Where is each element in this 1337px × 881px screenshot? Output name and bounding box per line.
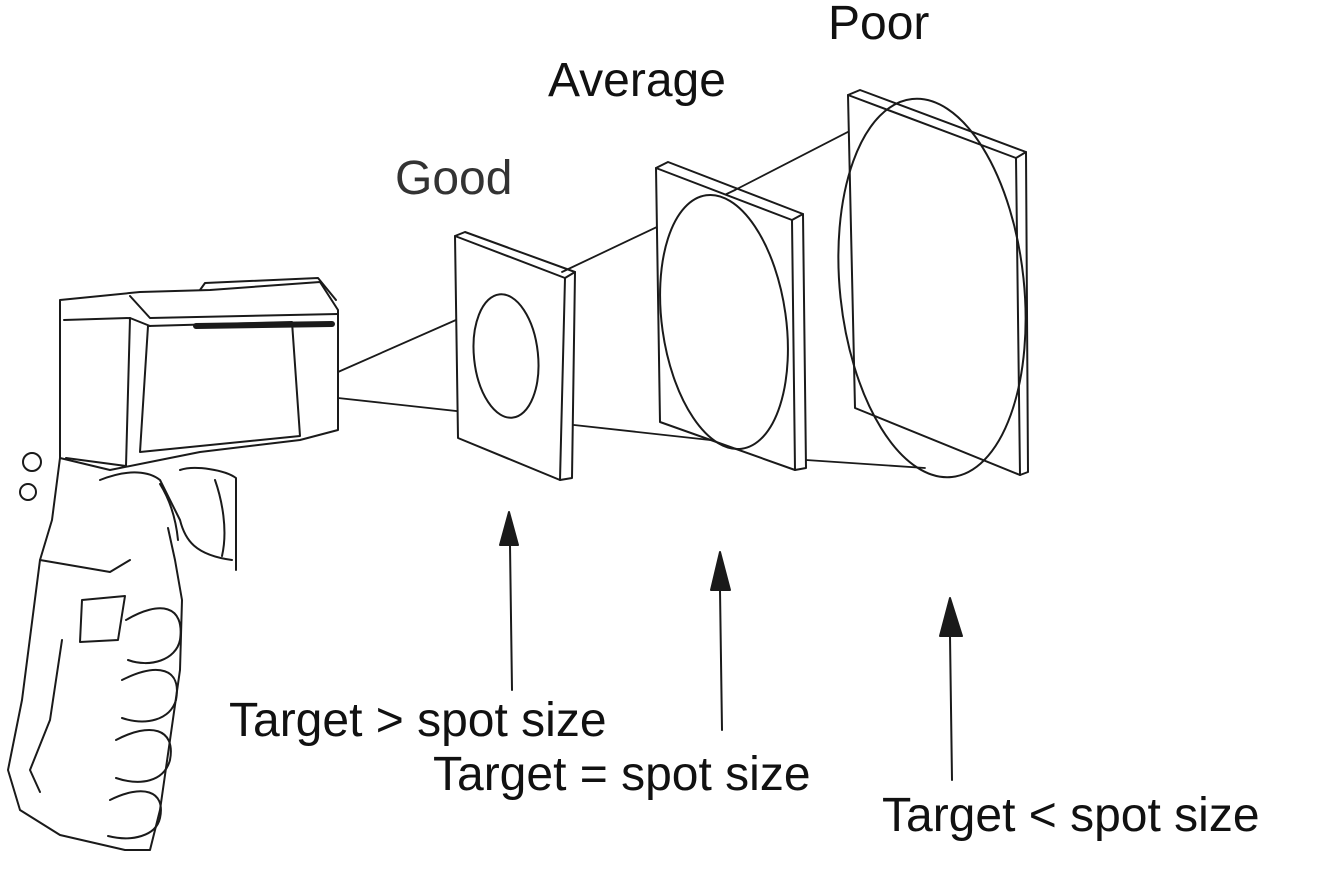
arrow-up-icon	[939, 597, 963, 781]
arrow-up-icon	[499, 511, 519, 691]
spot-circle-poor	[837, 97, 1027, 479]
target-plate-average	[655, 161, 807, 471]
spot-circle-good	[472, 293, 540, 419]
target-plate-poor	[837, 89, 1029, 479]
infrared-thermometer-icon	[7, 277, 339, 851]
condition-label-target-equal: Target = spot size	[433, 748, 811, 801]
quality-label-average: Average	[548, 54, 726, 107]
spot-circle-average	[659, 193, 789, 451]
quality-label-poor: Poor	[828, 0, 930, 50]
arrow-up-icon	[710, 551, 731, 731]
condition-label-target-less: Target < spot size	[882, 789, 1260, 842]
quality-label-good: Good	[395, 152, 513, 205]
condition-label-target-greater: Target > spot size	[229, 694, 607, 747]
target-plate-good	[454, 231, 576, 481]
